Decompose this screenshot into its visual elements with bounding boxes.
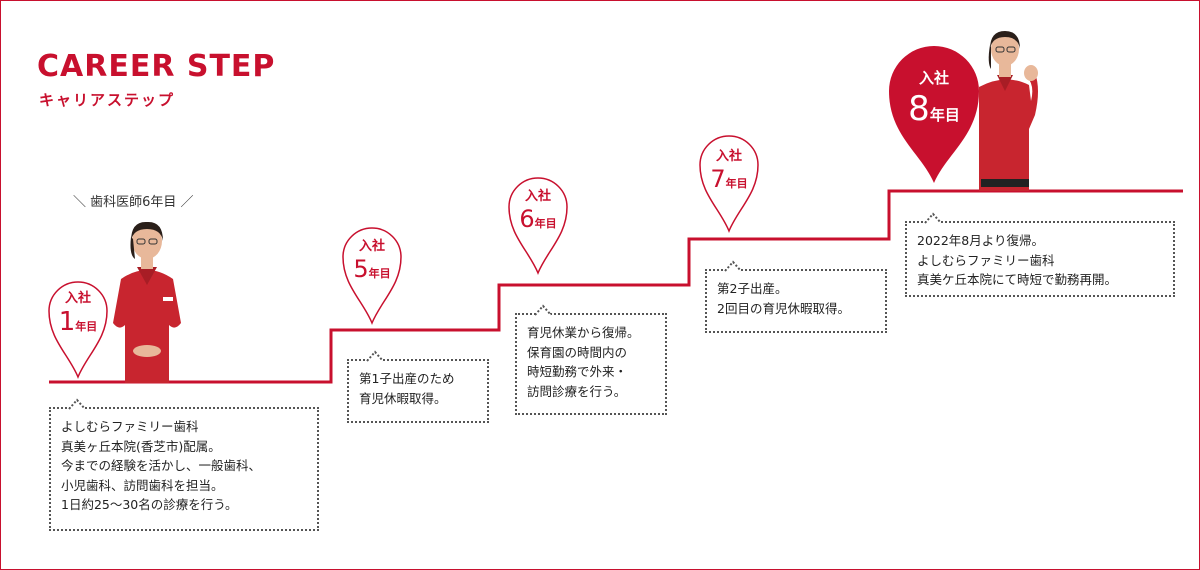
description-line: 今までの経験を活かし、一般歯科、 — [61, 458, 262, 473]
description-line: 育児休業から復帰。 — [527, 325, 640, 340]
pin-marker-icon — [889, 46, 979, 183]
pin-marker-icon — [48, 281, 108, 379]
pin-marker-icon — [342, 227, 402, 325]
description-line: 真美ケ丘本院にて時短で勤務再開。 — [917, 272, 1118, 287]
person-dentist-year8 — [969, 29, 1041, 191]
pin-label: 入社 — [64, 291, 91, 306]
step-description-year-5: 第1子出産のため 育児休暇取得。 — [347, 350, 489, 423]
description-line: 2022年8月より復帰。 — [917, 233, 1045, 248]
pin-year-text: 7年目 — [698, 165, 760, 193]
dentist-experience-caption: ＼ 歯科医師6年目 ／ — [73, 195, 194, 210]
pin-year-1: 入社 1年目 — [47, 273, 109, 379]
pin-year-number: 6 — [519, 205, 535, 233]
pin-year-text: 6年目 — [507, 205, 569, 233]
description-line: 2回目の育児休暇取得。 — [717, 300, 850, 316]
pin-label: 入社 — [524, 189, 551, 204]
pin-marker-icon — [699, 135, 759, 233]
description-line: 保育園の時間内の — [527, 344, 628, 360]
pin-year-number: 1 — [58, 307, 76, 337]
pin-label: 入社 — [358, 239, 385, 254]
description-line: 小児歯科、訪問歯科を担当。 — [61, 477, 224, 493]
pin-year-7: 入社 7年目 — [698, 127, 760, 233]
pin-year-5: 入社 5年目 — [341, 219, 403, 325]
pin-year-8: 入社 8年目 — [887, 45, 981, 185]
pin-year-number: 8 — [908, 89, 930, 129]
step-description-year-6: 育児休業から復帰。 保育園の時間内の 時短勤務で外来・ 訪問診療を行う。 — [515, 304, 667, 415]
description-line: 育児休暇取得。 — [359, 390, 447, 406]
description-line: 1日約25〜30名の診療を行う。 — [61, 497, 238, 512]
pin-year-text: 8年目 — [887, 89, 981, 129]
pin-year-text: 5年目 — [341, 255, 403, 283]
step-description-year-8: 2022年8月より復帰。 よしむらファミリー歯科 真美ケ丘本院にて時短で勤務再開… — [905, 212, 1175, 297]
pin-year-text: 1年目 — [47, 307, 109, 337]
title-japanese: キャリアステップ — [39, 91, 176, 109]
description-line: 訪問診療を行う。 — [527, 383, 627, 399]
description-line: 第1子出産のため — [359, 371, 455, 386]
pin-year-unit: 年目 — [368, 267, 391, 280]
pin-label: 入社 — [715, 149, 742, 164]
pin-label: 入社 — [918, 69, 949, 87]
person-dentist-year1 — [103, 219, 191, 383]
pin-year-unit: 年目 — [75, 320, 98, 333]
step-description-year-1: よしむらファミリー歯科 真美ヶ丘本院(香芝市)配属。 今までの経験を活かし、一般… — [49, 398, 319, 531]
pin-marker-icon — [508, 177, 568, 275]
pin-year-number: 7 — [710, 165, 726, 193]
description-line: 第2子出産。 — [717, 281, 788, 296]
step-description-year-7: 第2子出産。 2回目の育児休暇取得。 — [705, 260, 887, 333]
pin-year-unit: 年目 — [534, 217, 557, 230]
description-line: 真美ヶ丘本院(香芝市)配属。 — [61, 438, 221, 454]
pin-year-6: 入社 6年目 — [507, 169, 569, 275]
description-line: 時短勤務で外来・ — [527, 364, 628, 379]
title-english: CAREER STEP — [37, 49, 276, 84]
pin-year-unit: 年目 — [929, 106, 960, 124]
description-line: よしむらファミリー歯科 — [917, 252, 1055, 268]
description-line: よしむらファミリー歯科 — [61, 419, 199, 434]
pin-year-unit: 年目 — [725, 177, 748, 190]
pin-year-number: 5 — [353, 255, 369, 283]
